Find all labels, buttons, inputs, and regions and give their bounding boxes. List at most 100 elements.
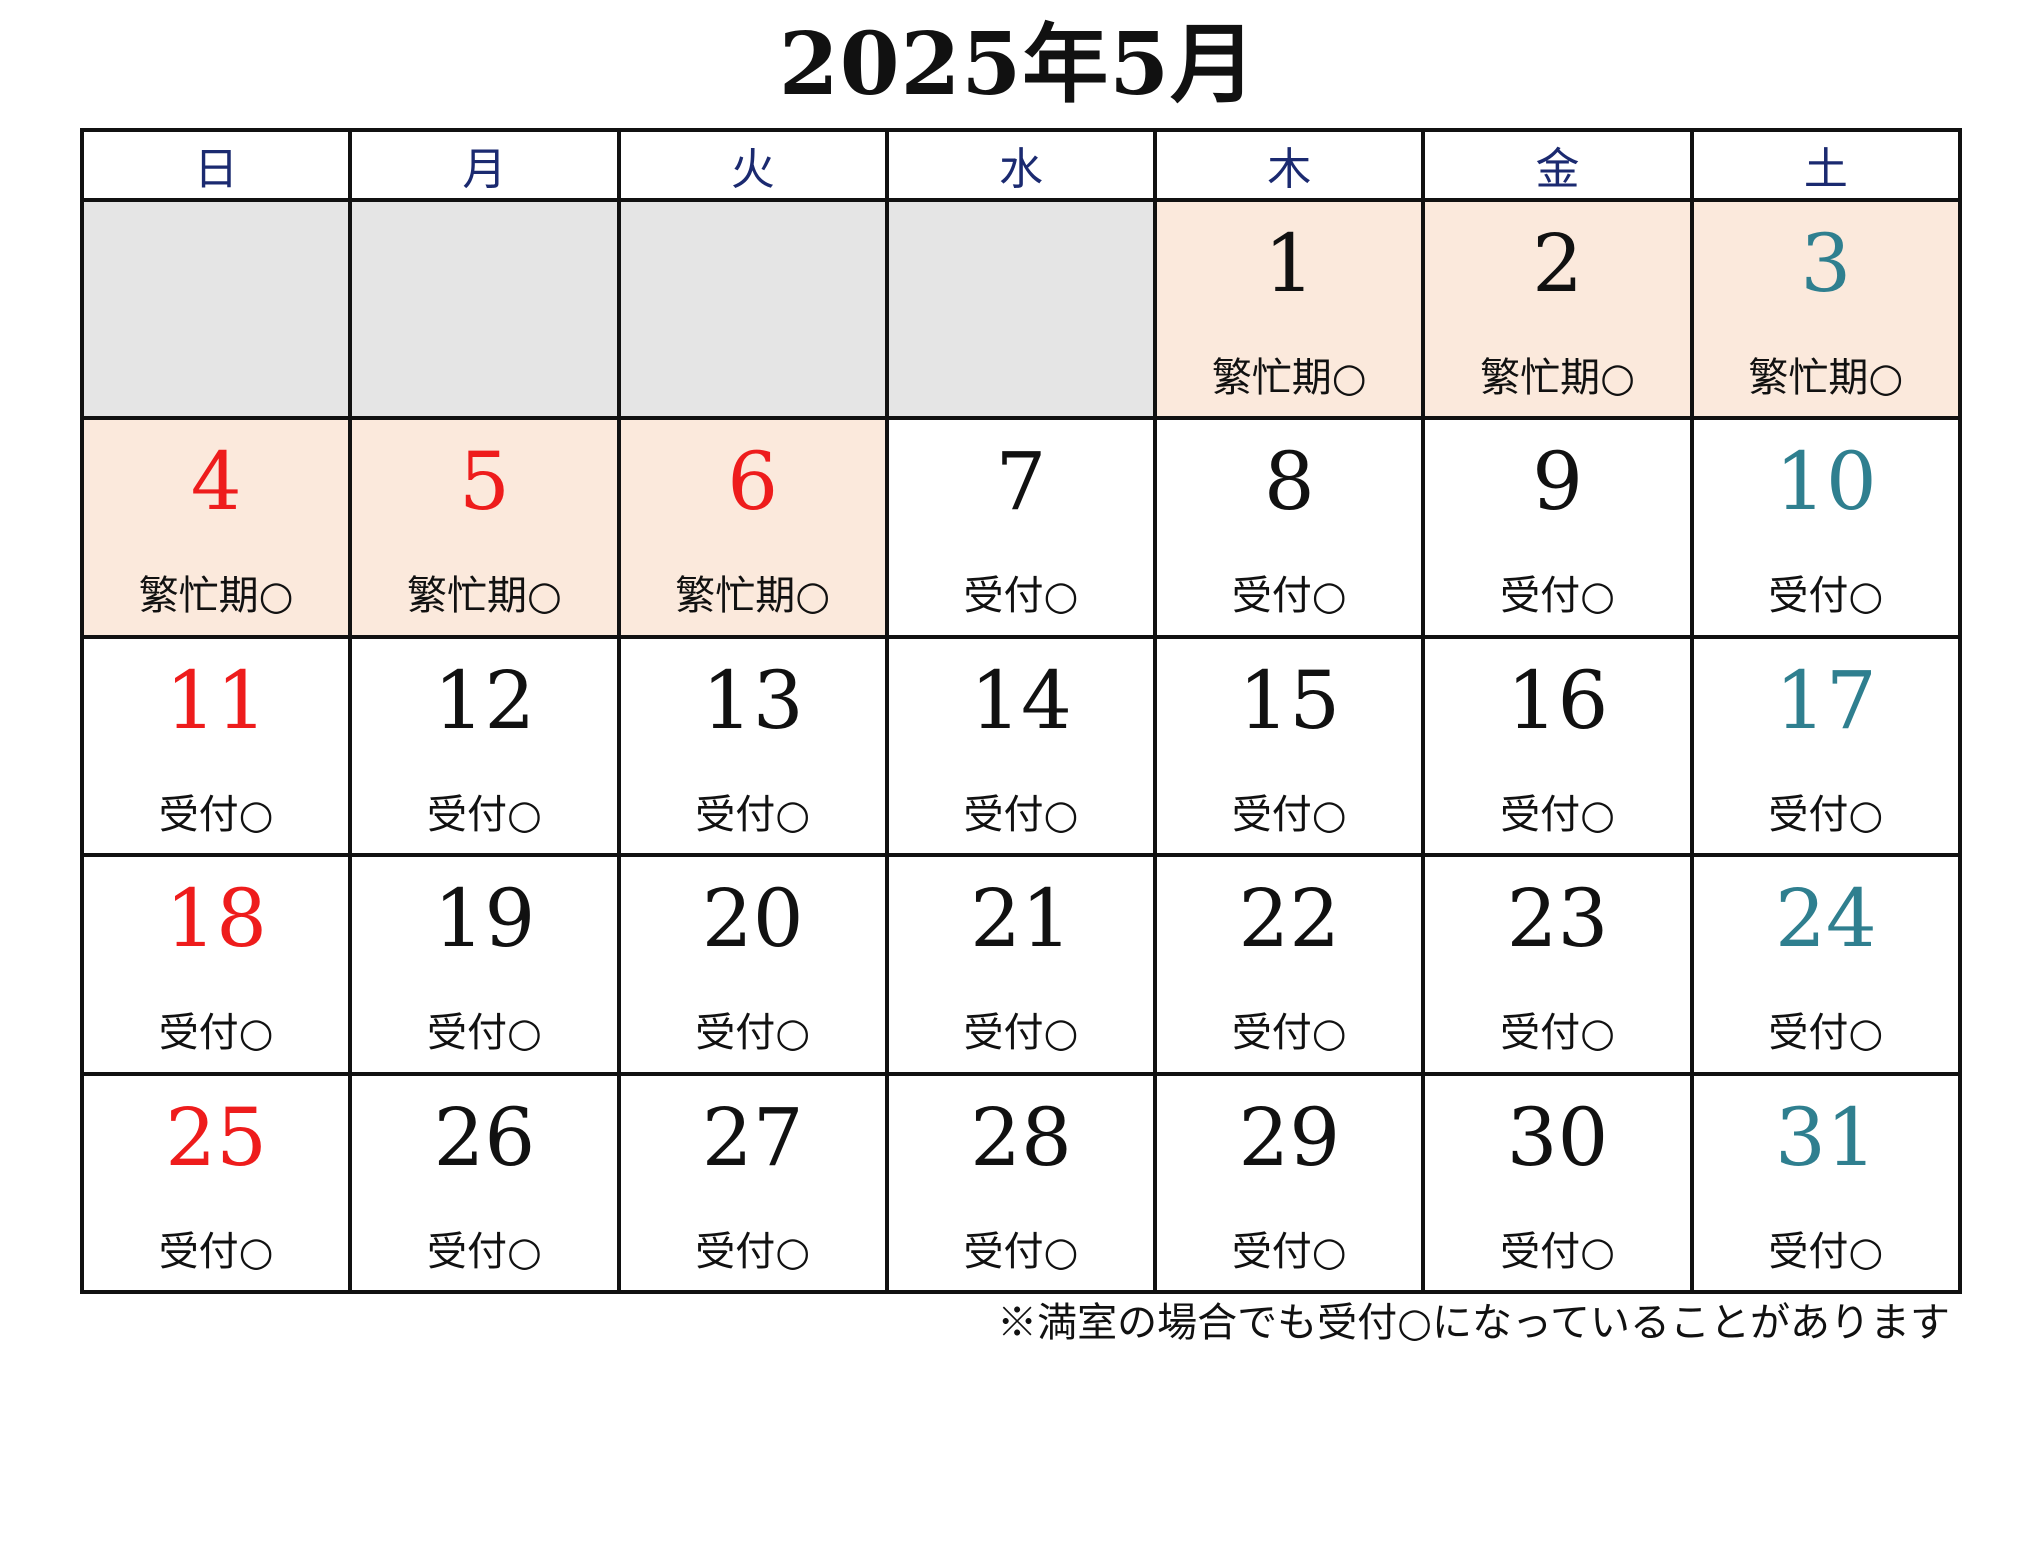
- day-number: 19: [433, 872, 536, 966]
- day-cell: 5 繁忙期○: [348, 416, 621, 639]
- day-number: 15: [1238, 653, 1341, 747]
- day-cell-empty: [884, 197, 1158, 421]
- day-number: 21: [970, 872, 1072, 966]
- week-row: 11 受付○ 12 受付○ 13 受付○ 14 受付○ 15 受付○ 16 受付…: [79, 634, 1963, 858]
- weekday-header-row: 日 月 火 水 木 金 土: [79, 128, 1963, 202]
- day-cell-empty: [616, 197, 889, 421]
- day-cell: 28 受付○: [884, 1071, 1158, 1295]
- day-number: 4: [190, 435, 242, 529]
- day-cell: 25 受付○: [79, 1071, 353, 1295]
- day-number: 10: [1774, 435, 1877, 529]
- day-status: 繁忙期○: [138, 573, 294, 620]
- calendar-title: 2025年5月: [778, 14, 1258, 115]
- weekday-sat: 土: [1689, 128, 1963, 202]
- day-number: 9: [1532, 435, 1583, 529]
- day-status: 受付○: [1231, 1228, 1347, 1275]
- day-cell: 10 受付○: [1689, 416, 1963, 639]
- day-cell: 22 受付○: [1153, 853, 1426, 1076]
- day-number: 13: [701, 653, 804, 747]
- weekday-wed: 水: [884, 128, 1158, 202]
- day-cell: 21 受付○: [884, 853, 1158, 1076]
- day-status: 受付○: [1231, 573, 1347, 620]
- day-cell: 7 受付○: [884, 416, 1158, 639]
- weekday-fri: 金: [1421, 128, 1694, 202]
- day-number: 7: [995, 435, 1047, 529]
- day-cell: 30 受付○: [1421, 1071, 1694, 1295]
- day-status: 受付○: [963, 1228, 1079, 1275]
- day-status: 受付○: [1231, 1010, 1347, 1057]
- day-cell: 19 受付○: [348, 853, 621, 1076]
- day-status: 受付○: [695, 1228, 811, 1275]
- day-cell: 9 受付○: [1421, 416, 1694, 639]
- weekday-tue: 火: [616, 128, 889, 202]
- day-status: 受付○: [1768, 791, 1884, 838]
- day-cell: 15 受付○: [1153, 634, 1426, 858]
- day-status: 繁忙期○: [1748, 355, 1904, 401]
- day-cell-empty: [79, 197, 353, 421]
- day-number: 17: [1774, 653, 1877, 747]
- day-status: 受付○: [963, 791, 1079, 838]
- day-status: 受付○: [426, 1010, 542, 1057]
- day-status: 受付○: [695, 791, 811, 838]
- day-status: 受付○: [963, 1010, 1079, 1057]
- day-cell: 17 受付○: [1689, 634, 1963, 858]
- day-number: 26: [433, 1090, 536, 1184]
- day-number: 11: [165, 653, 268, 747]
- day-status: 受付○: [158, 791, 274, 838]
- day-cell: 14 受付○: [884, 634, 1158, 858]
- day-status: 受付○: [158, 1228, 274, 1275]
- footnote: ※満室の場合でも受付○になっていることがあります: [997, 1300, 1950, 1346]
- day-number: 29: [1238, 1090, 1341, 1184]
- day-status: 受付○: [1768, 1010, 1884, 1057]
- day-cell: 6 繁忙期○: [616, 416, 889, 639]
- day-status: 受付○: [1500, 1228, 1615, 1275]
- day-cell: 24 受付○: [1689, 853, 1963, 1076]
- day-status: 受付○: [1231, 791, 1347, 838]
- weekday-thu: 木: [1153, 128, 1426, 202]
- day-cell: 29 受付○: [1153, 1071, 1426, 1295]
- day-number: 6: [727, 435, 779, 529]
- day-number: 14: [970, 653, 1072, 747]
- day-status: 受付○: [1500, 573, 1615, 620]
- day-cell: 12 受付○: [348, 634, 621, 858]
- day-status: 繁忙期○: [1211, 355, 1367, 401]
- day-number: 23: [1506, 872, 1609, 966]
- day-number: 16: [1506, 653, 1609, 747]
- week-row: 1 繁忙期○ 2 繁忙期○ 3 繁忙期○: [79, 197, 1963, 421]
- day-cell: 4 繁忙期○: [79, 416, 353, 639]
- day-number: 27: [701, 1090, 804, 1184]
- day-number: 1: [1263, 217, 1315, 310]
- day-number: 18: [165, 872, 268, 966]
- day-status: 受付○: [963, 573, 1079, 620]
- day-number: 22: [1238, 872, 1341, 966]
- day-number: 2: [1532, 217, 1583, 310]
- weekday-mon: 月: [348, 128, 621, 202]
- week-row: 25 受付○ 26 受付○ 27 受付○ 28 受付○ 29 受付○ 30 受付…: [79, 1071, 1963, 1295]
- day-number: 24: [1774, 872, 1877, 966]
- day-number: 25: [165, 1090, 268, 1184]
- day-cell: 27 受付○: [616, 1071, 889, 1295]
- week-row: 4 繁忙期○ 5 繁忙期○ 6 繁忙期○ 7 受付○ 8 受付○ 9 受付○: [79, 416, 1963, 639]
- day-status: 受付○: [1500, 791, 1615, 838]
- day-number: 3: [1800, 217, 1852, 310]
- day-number: 30: [1506, 1090, 1609, 1184]
- day-cell: 18 受付○: [79, 853, 353, 1076]
- day-cell-empty: [348, 197, 621, 421]
- day-cell: 26 受付○: [348, 1071, 621, 1295]
- day-cell: 11 受付○: [79, 634, 353, 858]
- day-cell: 2 繁忙期○: [1421, 197, 1694, 421]
- day-status: 受付○: [1768, 1228, 1884, 1275]
- day-status: 受付○: [426, 791, 542, 838]
- calendar-grid: 日 月 火 水 木 金 土 1 繁忙期○ 2 繁忙期○ 3 繁忙: [79, 128, 1963, 1295]
- day-status: 受付○: [695, 1010, 811, 1057]
- day-number: 31: [1774, 1090, 1877, 1184]
- day-status: 受付○: [1768, 573, 1884, 620]
- week-row: 18 受付○ 19 受付○ 20 受付○ 21 受付○ 22 受付○ 23 受付…: [79, 853, 1963, 1076]
- day-number: 5: [458, 435, 510, 529]
- day-cell: 23 受付○: [1421, 853, 1694, 1076]
- day-cell: 16 受付○: [1421, 634, 1694, 858]
- weekday-sun: 日: [79, 128, 353, 202]
- day-number: 12: [433, 653, 536, 747]
- day-cell: 8 受付○: [1153, 416, 1426, 639]
- day-cell: 31 受付○: [1689, 1071, 1963, 1295]
